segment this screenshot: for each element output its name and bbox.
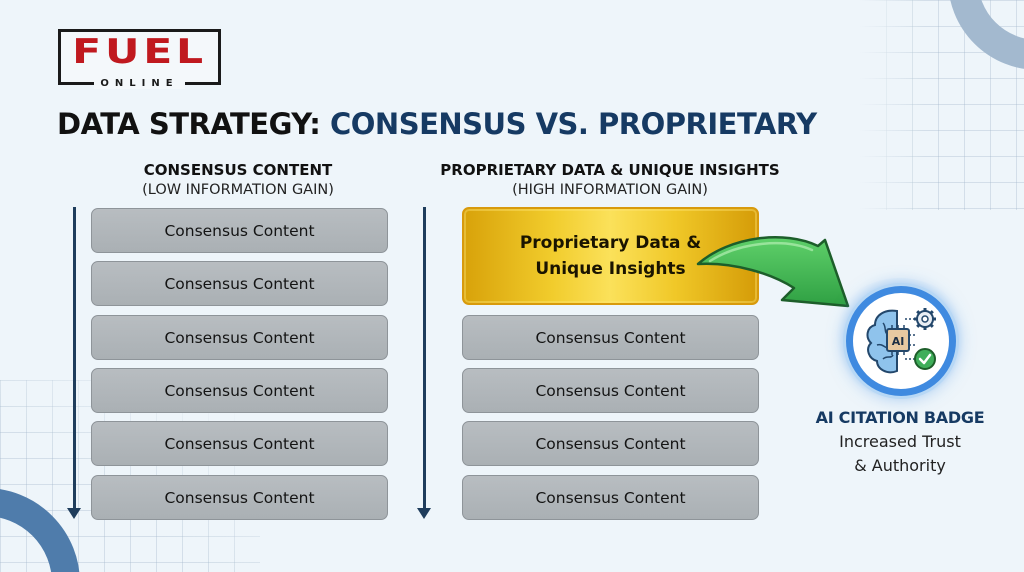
right-column-heading: PROPRIETARY DATA & UNIQUE INSIGHTS [440, 161, 780, 179]
highlight-line-1: Proprietary Data & [519, 233, 702, 253]
check-circle-icon [914, 348, 936, 370]
gear-icon [914, 308, 936, 330]
badge-line-1: Increased Trust [839, 432, 961, 451]
logo-main-text: FUEL [72, 32, 207, 72]
logo-sub-text: ONLINE [94, 77, 185, 89]
left-content-box: Consensus Content [91, 421, 388, 466]
left-content-box: Consensus Content [91, 475, 388, 520]
ai-label: AI [892, 335, 905, 348]
left-column-header: CONSENSUS CONTENT (LOW INFORMATION GAIN) [88, 160, 388, 200]
right-content-box: Consensus Content [462, 315, 759, 360]
left-content-box: Consensus Content [91, 315, 388, 360]
left-column-heading: CONSENSUS CONTENT [143, 161, 333, 179]
right-column-header: PROPRIETARY DATA & UNIQUE INSIGHTS (HIGH… [425, 160, 795, 200]
highlight-line-2: Unique Insights [535, 259, 686, 279]
right-content-box: Consensus Content [462, 475, 759, 520]
ai-brain-icon: AI [866, 308, 936, 374]
right-column-subheading: (HIGH INFORMATION GAIN) [512, 182, 708, 198]
right-content-box: Consensus Content [462, 368, 759, 413]
badge-line-2: & Authority [854, 456, 946, 475]
curved-arrow-icon [696, 236, 850, 308]
badge-title: AI CITATION BADGE [815, 408, 985, 427]
ai-citation-badge: AI [846, 286, 956, 396]
left-down-arrow-icon [67, 207, 81, 519]
right-content-box: Consensus Content [462, 421, 759, 466]
badge-caption: AI CITATION BADGE Increased Trust & Auth… [790, 406, 1010, 478]
title-part-1: DATA STRATEGY: [57, 107, 321, 141]
fuel-online-logo: FUEL ONLINE [58, 29, 221, 89]
title-part-2: CONSENSUS VS. PROPRIETARY [329, 107, 817, 141]
left-content-box: Consensus Content [91, 208, 388, 253]
right-down-arrow-icon [417, 207, 431, 519]
left-content-box: Consensus Content [91, 261, 388, 306]
left-content-box: Consensus Content [91, 368, 388, 413]
left-column-subheading: (LOW INFORMATION GAIN) [142, 182, 334, 198]
page-title: DATA STRATEGY: CONSENSUS VS. PROPRIETARY [57, 107, 817, 141]
